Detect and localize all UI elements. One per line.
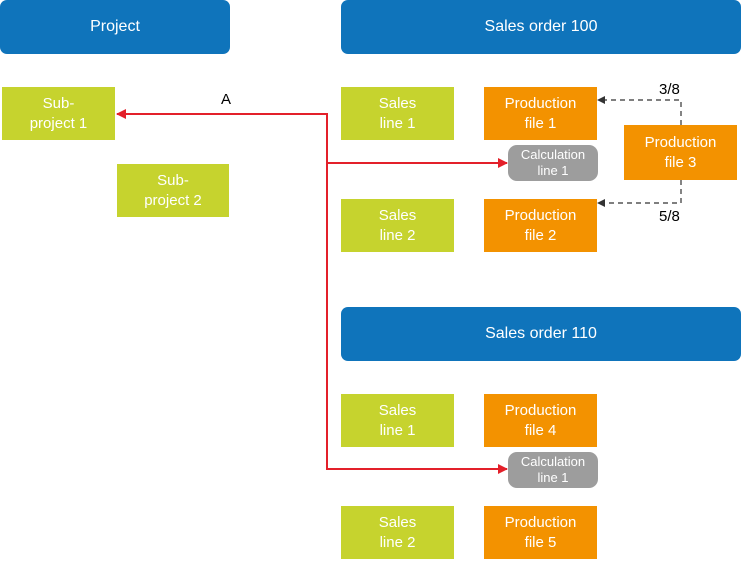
link-to-subproject-1 [116, 109, 328, 162]
sales-line-1-so110: Sales line 1 [341, 394, 454, 447]
production-file-1-box: Production file 1 [484, 87, 597, 140]
calculation-line-so110: Calculation line 1 [508, 452, 598, 488]
fraction-3-8-label: 3/8 [659, 81, 680, 98]
production-file-5-box: Production file 5 [484, 506, 597, 559]
link-label-a: A [221, 91, 232, 108]
sales-line-1-so100: Sales line 1 [341, 87, 454, 140]
calculation-line-so100: Calculation line 1 [508, 145, 598, 181]
production-file-2-box: Production file 2 [484, 199, 597, 252]
production-file-3-box: Production file 3 [624, 125, 737, 180]
sales-line-2-so100: Sales line 2 [341, 199, 454, 252]
dashed-link-file3-to-file2 [597, 180, 682, 207]
sales-line-2-so110: Sales line 2 [341, 506, 454, 559]
production-file-4-box: Production file 4 [484, 394, 597, 447]
dashed-link-file3-to-file1 [597, 96, 682, 125]
project-header: Project [0, 0, 230, 54]
fraction-5-8-label: 5/8 [659, 208, 680, 225]
subproject-1-box: Sub- project 1 [2, 87, 115, 140]
link-to-calculation-line-so110 [326, 163, 508, 474]
sales-order-100-header: Sales order 100 [341, 0, 741, 54]
subproject-2-box: Sub- project 2 [117, 164, 229, 217]
sales-order-110-header: Sales order 110 [341, 307, 741, 361]
